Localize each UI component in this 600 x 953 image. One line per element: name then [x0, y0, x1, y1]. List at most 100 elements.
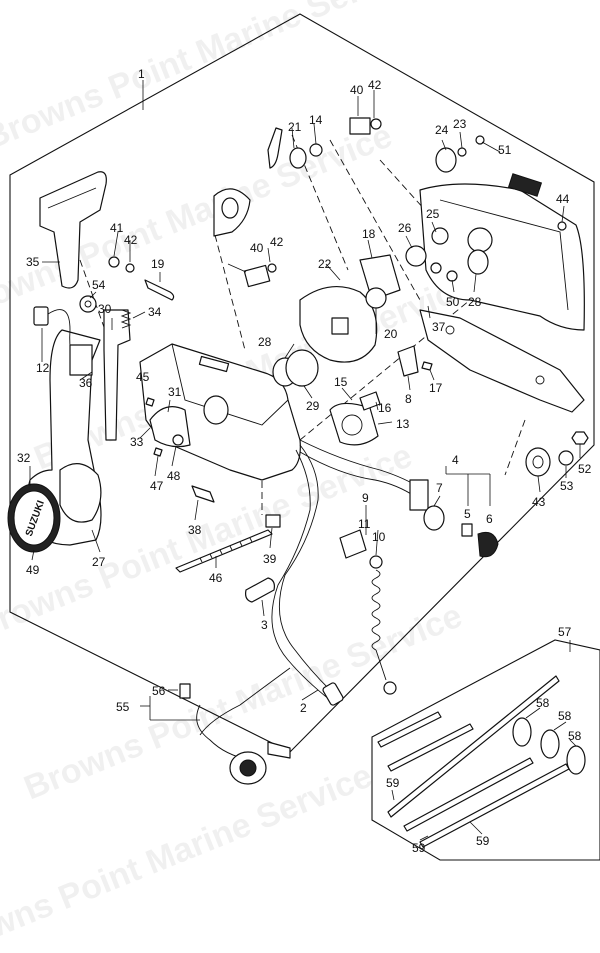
screw-17	[421, 361, 433, 371]
callout-20: 20	[384, 327, 398, 341]
cover-hole	[431, 227, 449, 245]
callout-58b: 58	[558, 709, 572, 723]
callout-25: 25	[426, 207, 440, 221]
callout-10: 10	[372, 530, 386, 544]
clip-42-top	[370, 118, 382, 130]
callout-58a: 58	[536, 696, 550, 710]
callout-59b: 59	[412, 841, 426, 855]
fuse-56	[179, 683, 191, 699]
callout-8: 8	[405, 392, 412, 406]
ring-25	[430, 262, 442, 274]
callout-32: 32	[17, 451, 31, 465]
trim-switch	[33, 306, 49, 326]
callout-35: 35	[26, 255, 40, 269]
key	[477, 531, 499, 558]
callout-56: 56	[152, 684, 166, 698]
assembly-frame	[9, 13, 595, 753]
switch-wire-b	[299, 451, 421, 501]
harness-main-wire	[278, 444, 331, 691]
screw-44	[557, 221, 567, 231]
ring-29	[285, 349, 319, 387]
callout-39: 39	[263, 552, 277, 566]
tie-strap	[387, 723, 474, 772]
plate-3	[245, 577, 275, 603]
callout-5: 5	[464, 507, 471, 521]
lever-hub	[59, 463, 102, 523]
tie-strap-kit-frame	[371, 639, 600, 861]
bolt-46	[175, 529, 273, 573]
lanyard-clip	[383, 681, 397, 695]
bracket-18	[359, 254, 401, 301]
callout-1: 1	[138, 67, 145, 81]
washer-48	[172, 434, 184, 446]
callout-24: 24	[435, 123, 449, 137]
callout-3: 3	[261, 618, 268, 632]
switch-nut	[461, 523, 473, 537]
housing-slot	[198, 355, 230, 373]
foam-spacers	[512, 717, 586, 775]
washer-54	[79, 295, 97, 313]
callout-22: 22	[318, 257, 332, 271]
harness-second-wire	[271, 449, 331, 701]
screw-45	[145, 397, 155, 407]
callout-55: 55	[116, 700, 130, 714]
callout-26: 26	[398, 221, 412, 235]
cover-tab	[507, 173, 543, 197]
callout-59a: 59	[386, 776, 400, 790]
callout-42a: 42	[124, 233, 138, 247]
callout-30: 30	[98, 302, 112, 316]
callout-17: 17	[429, 381, 443, 395]
callout-28a: 28	[258, 335, 272, 349]
screw-47	[153, 447, 163, 457]
gear-26	[405, 245, 427, 267]
nut-52	[571, 431, 589, 445]
tie-strap-long	[387, 675, 560, 818]
callout-23: 23	[453, 117, 467, 131]
lever-handle	[39, 171, 107, 289]
cam-40-top	[349, 117, 371, 135]
harness-branch	[199, 667, 291, 736]
spacer-58	[566, 745, 586, 775]
callout-40a: 40	[350, 83, 364, 97]
callout-15: 15	[334, 375, 348, 389]
stop-switch	[339, 529, 367, 559]
callout-34: 34	[148, 305, 162, 319]
shift-cam	[149, 406, 191, 448]
callout-18: 18	[362, 227, 376, 241]
callout-50: 50	[446, 295, 460, 309]
callout-labels: 1 2 3 4 5 6 7 8 9 10 11 12 13 14 15 16 1…	[17, 67, 592, 855]
tie-strap-long	[403, 757, 534, 832]
callout-38: 38	[188, 523, 202, 537]
harness-connector	[322, 682, 344, 706]
emblem-face	[13, 490, 55, 546]
lanyard-coil	[371, 569, 381, 651]
callout-29: 29	[306, 399, 320, 413]
bracket-20	[365, 287, 387, 309]
callout-28b: 28	[468, 295, 482, 309]
bushing-53	[558, 450, 574, 466]
washer-14	[309, 143, 323, 157]
callout-49: 49	[26, 563, 40, 577]
callout-2: 2	[300, 701, 307, 715]
callout-21: 21	[288, 120, 302, 134]
callout-45: 45	[136, 370, 150, 384]
stop-switch-clip	[369, 555, 383, 569]
spacer-58	[540, 729, 560, 759]
spacer-58	[512, 717, 532, 747]
bushing-43	[525, 447, 551, 477]
leader-lines	[29, 80, 581, 841]
neutral-switch-8	[397, 345, 419, 377]
cover-boss	[467, 227, 493, 253]
main-switch-body	[409, 479, 429, 511]
clip-40-mid	[243, 264, 271, 288]
callout-51: 51	[498, 143, 512, 157]
lower-strip	[419, 309, 585, 413]
callout-4: 4	[452, 453, 459, 467]
ring-14	[289, 147, 307, 169]
callout-42c: 42	[270, 235, 284, 249]
callout-40b: 40	[250, 241, 264, 255]
pin-19	[144, 279, 175, 301]
callout-33: 33	[130, 435, 144, 449]
